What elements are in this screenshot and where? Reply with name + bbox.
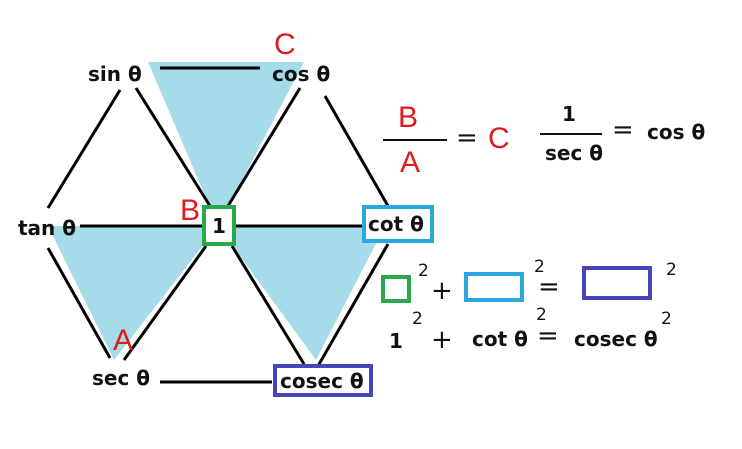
spoke-cos-center bbox=[226, 87, 302, 207]
cot-box-cyan bbox=[362, 205, 434, 243]
label-cosec: cosec θ bbox=[280, 369, 364, 393]
label-one: 1 bbox=[212, 214, 226, 238]
pyth-term-3: cosec θ bbox=[574, 327, 658, 351]
pyth-exp-4: 2 bbox=[412, 309, 423, 329]
formula-numerator-b: B bbox=[398, 101, 419, 134]
pyth-equals-2: = bbox=[537, 321, 559, 351]
letter-a: A bbox=[113, 324, 134, 357]
letter-b: B bbox=[180, 194, 201, 227]
pyth-term-1: 1 bbox=[389, 329, 403, 353]
pyth-plus-1: + bbox=[431, 276, 453, 306]
spoke-sin-center bbox=[134, 87, 212, 207]
formula-result-c: C bbox=[488, 122, 510, 155]
cosec-box-indigo bbox=[273, 364, 373, 397]
spoke-center-cosec bbox=[230, 245, 306, 365]
formula-equals-1: = bbox=[456, 123, 478, 153]
pyth-term-2: cot θ bbox=[472, 327, 528, 351]
pyth-box-indigo bbox=[582, 266, 652, 300]
shade-left-triangle bbox=[48, 226, 218, 360]
label-sin: sin θ bbox=[88, 62, 142, 86]
pyth-exp-3: 2 bbox=[666, 260, 677, 280]
label-tan: tan θ bbox=[18, 216, 76, 240]
pyth-exp-2: 2 bbox=[534, 257, 545, 277]
formula-denominator-a: A bbox=[400, 146, 421, 179]
pyth-box-green bbox=[381, 275, 411, 303]
label-cot: cot θ bbox=[368, 212, 424, 236]
pyth-plus-2: + bbox=[431, 325, 453, 355]
example-equals: = bbox=[612, 115, 634, 145]
edge-cot-cosec bbox=[316, 243, 390, 367]
fraction-bar-ba bbox=[383, 139, 447, 141]
pyth-exp-5: 2 bbox=[536, 305, 547, 325]
example-result: cos θ bbox=[647, 120, 706, 144]
edge-cos-cot bbox=[323, 95, 390, 207]
example-numerator: 1 bbox=[562, 102, 576, 126]
edge-tan-sin bbox=[46, 89, 122, 209]
pyth-exp-1: 2 bbox=[418, 261, 429, 281]
edge-sec-tan bbox=[46, 247, 112, 359]
spoke-center-sec bbox=[122, 245, 208, 361]
example-denominator: sec θ bbox=[545, 141, 604, 165]
pyth-box-cyan bbox=[464, 272, 524, 302]
pyth-exp-6: 2 bbox=[661, 309, 672, 329]
letter-c: C bbox=[274, 28, 296, 61]
pyth-equals-1: = bbox=[538, 272, 560, 302]
shade-top-triangle bbox=[148, 62, 304, 226]
shade-right-triangle bbox=[218, 226, 385, 360]
fraction-bar-example bbox=[540, 133, 602, 135]
label-sec: sec θ bbox=[92, 366, 151, 390]
label-cos: cos θ bbox=[272, 62, 331, 86]
center-box-green bbox=[202, 205, 236, 246]
